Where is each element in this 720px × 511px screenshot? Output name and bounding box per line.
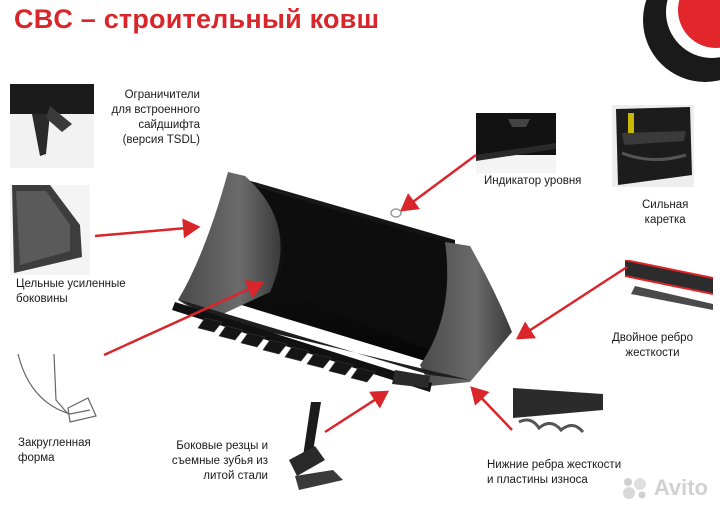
double-rib-label: Двойное ребро жесткости xyxy=(612,332,693,359)
cutters-label: Боковые резцы и съемные зубья из литой с… xyxy=(171,440,268,482)
double-rib-thumbnail xyxy=(625,260,713,310)
avito-watermark: Avito xyxy=(620,475,708,501)
carriage-label: Сильная каретка xyxy=(642,199,689,226)
rounded-shape-label: Закругленная форма xyxy=(18,437,91,464)
limiters-label: Ограничители для встроенного сайдшифта (… xyxy=(111,89,200,146)
avito-logo-text: Avito xyxy=(653,475,708,500)
page-title: CBC – строительный ковш xyxy=(14,4,380,34)
rounded-shape-thumbnail xyxy=(10,352,105,434)
bottom-ribs-thumbnail xyxy=(513,388,603,436)
cutters-thumbnail xyxy=(285,400,353,492)
carriage-thumbnail xyxy=(612,105,694,187)
level-indicator-thumbnail xyxy=(476,113,556,173)
sidewalls-label: Цельные усиленные боковины xyxy=(16,278,126,305)
limiters-thumbnail xyxy=(10,84,94,168)
avito-logo-icon xyxy=(622,478,646,499)
sidewalls-thumbnail xyxy=(10,185,90,275)
bottom-ribs-label: Нижние ребра жесткости и пластины износа xyxy=(487,459,622,486)
level-indicator-label: Индикатор уровня xyxy=(484,175,582,187)
